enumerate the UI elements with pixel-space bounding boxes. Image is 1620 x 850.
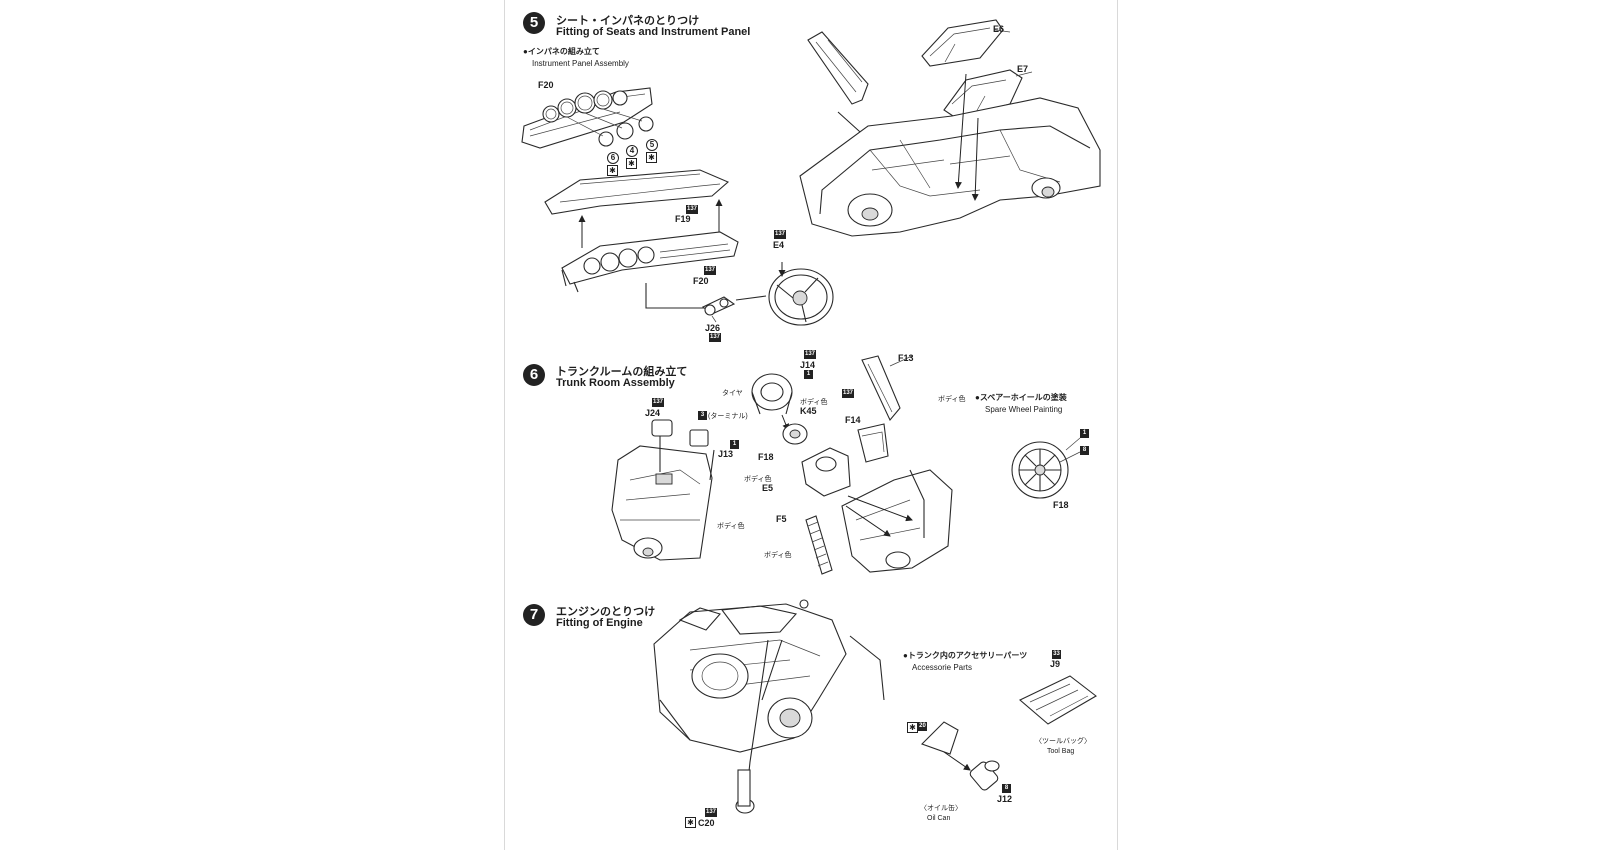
step-6-title-en: Trunk Room Assembly [556,377,675,389]
decal-5-star: ✱ [646,152,657,163]
step-7-number: 7 [523,604,545,626]
paint-137-f14: 137 [842,389,855,398]
trunk-right-drawing [841,469,953,573]
part-label-f19: F19 [675,214,691,224]
part-label-j12: J12 [997,794,1013,804]
paint-137-e4: 137 [774,230,787,239]
paint-3-terminal: 3 [698,411,707,420]
decal-4: 4 [626,145,638,157]
part-label-f20-bottom: F20 [693,276,709,286]
paint-137-j14: 137 [804,350,817,359]
instrument-panel-subtitle-jp: ●インパネの組み立て [523,47,600,56]
instrument-panel-subtitle-en: Instrument Panel Assembly [532,59,629,68]
label-body-color-k45: ボディ色 [800,399,828,406]
part-label-f13: F13 [898,353,914,363]
accessory-title-en: Accessorie Parts [912,663,973,672]
oil-can-label-en: Oil Can [927,815,951,822]
paint-137-f20: 137 [704,266,717,275]
accessory-title-jp: ●トランク内のアクセサリーパーツ [903,651,1028,660]
part-label-f18-trunk: F18 [758,452,774,462]
part-label-k45: K45 [800,406,817,416]
trunk-panel-f13-drawing [861,355,913,422]
step-7-title-jp: エンジンのとりつけ [556,606,656,618]
label-body-color-f5: ボディ色 [764,552,792,559]
part-label-j9: J9 [1050,659,1061,669]
step-5-title-en: Fitting of Seats and Instrument Panel [556,26,751,38]
trunk-spare-tire-drawing [751,373,851,497]
label-body-color-left: ボディ色 [717,523,745,530]
part-label-e7: E7 [1017,64,1029,74]
label-terminal: (ターミナル) [708,413,748,420]
paint-1-spare: 1 [1080,429,1089,438]
instrument-panel-gauges-drawing [521,87,654,149]
car-body-shell-drawing [799,73,1101,237]
part-label-e5: E5 [762,483,774,493]
paint-137-c20: 137 [705,808,718,817]
spare-wheel-title-jp: ●スペアーホイールの塗装 [975,393,1067,402]
paint-8-j12: 8 [1002,784,1011,793]
tool-bag-j9-drawing [1019,675,1097,725]
step-5-title-jp: シート・インパネのとりつけ [556,15,700,27]
part-label-c20: C20 [698,818,715,828]
part-label-e4: E4 [773,240,785,250]
oil-can-label-jp: 〈オイル缶〉 [920,805,962,812]
decal-6-star: ✱ [607,165,618,176]
paint-33-j9: 33 [1052,650,1061,659]
trunk-left-drawing [611,419,715,561]
part-label-j26: J26 [705,323,721,333]
decal-4-star: ✱ [626,158,637,169]
paint-1-j13: 1 [730,440,739,449]
label-body-color-e5: ボディ色 [744,476,772,483]
part-label-f14: F14 [845,415,861,425]
part-label-j24: J24 [645,408,661,418]
spare-wheel-painting-drawing [1011,437,1081,499]
paint-137-j24: 137 [652,398,665,407]
paint-137-f19: 137 [686,205,699,214]
spare-wheel-title-en: Spare Wheel Painting [985,405,1063,414]
paint-8-spare: 8 [1080,446,1089,455]
tool-bag-label-en: Tool Bag [1047,748,1075,755]
tool-bag-label-jp: 〈ツールバッグ〉 [1035,738,1091,745]
part-label-e6: E6 [993,24,1005,34]
part-label-f5: F5 [776,514,787,524]
step-7-title-en: Fitting of Engine [556,617,643,629]
c20-star: ✱ [685,817,696,828]
oil-can-star: ✱ [907,722,918,733]
paint-137-j26: 137 [709,333,722,342]
step-6-title-jp: トランクルームの組み立て [556,366,688,378]
engine-drawing [653,599,885,814]
ignition-switch-j26-drawing [701,296,736,323]
step-5-number: 5 [523,12,545,34]
step-6-number: 6 [523,364,545,386]
part-label-j13: J13 [718,449,734,459]
steering-wheel-e4-drawing [735,262,834,326]
dash-assembled-f20-drawing [561,231,739,309]
dash-cover-f19-drawing [544,169,730,248]
oil-can-j12-drawing [920,721,1000,791]
part-label-f18-spare: F18 [1053,500,1069,510]
seat-e6-drawing [921,19,1004,67]
trunk-bracket-f14-drawing [857,423,889,463]
part-label-f20-top: F20 [538,80,554,90]
decal-5: 5 [646,139,658,151]
paint-1-j14: 1 [804,370,813,379]
part-label-j14: J14 [800,360,816,370]
paint-20-funnel: 20 [918,722,927,731]
trunk-vent-f5-drawing [805,515,833,575]
label-body-color-f13: ボディ色 [938,396,966,403]
decal-6: 6 [607,152,619,164]
label-tire: タイヤ [722,390,743,397]
